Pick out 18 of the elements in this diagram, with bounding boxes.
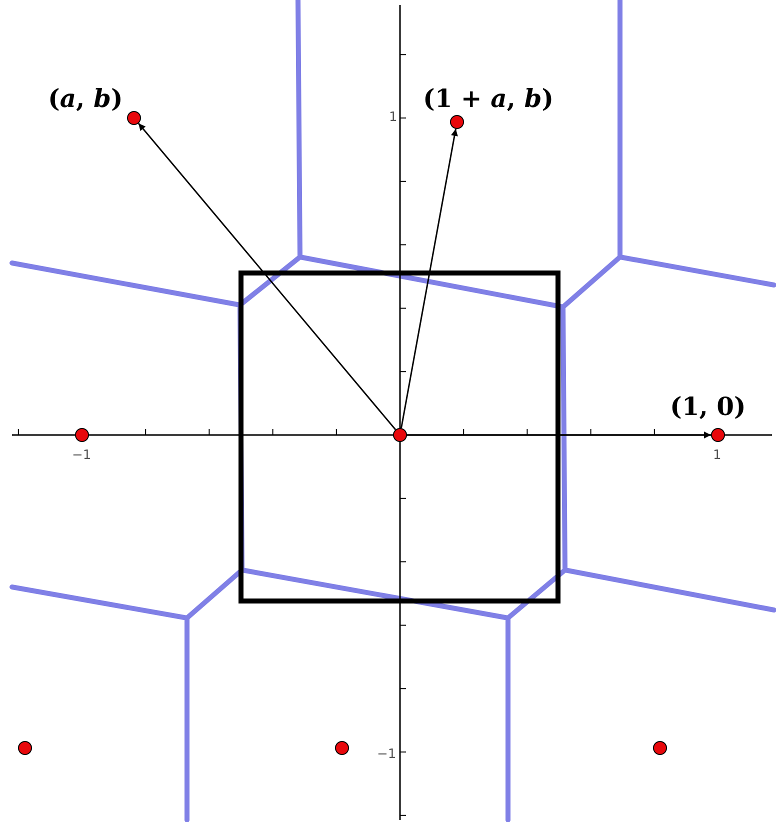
lattice-point (393, 428, 407, 442)
lattice-point (335, 741, 349, 755)
lattice-point (653, 741, 667, 755)
axis-tick-label: 1 (389, 110, 398, 125)
lattice-point (127, 111, 141, 125)
axis-tick-label: 1 (713, 448, 722, 463)
vector-arrow (400, 128, 458, 428)
point-coordinate-label: (1 + a, b) (423, 84, 554, 113)
lattice-point (711, 428, 725, 442)
vector-arrow (138, 122, 396, 430)
point-coordinate-label: (a, b) (48, 84, 123, 113)
axis-tick-label: −1 (377, 747, 396, 762)
lattice-point (450, 115, 464, 129)
point-coordinate-label: (1, 0) (670, 392, 746, 421)
vector-arrow (407, 432, 711, 438)
axis-tick-label: −1 (72, 448, 92, 463)
lattice-point (18, 741, 32, 755)
lattice-point (75, 428, 89, 442)
